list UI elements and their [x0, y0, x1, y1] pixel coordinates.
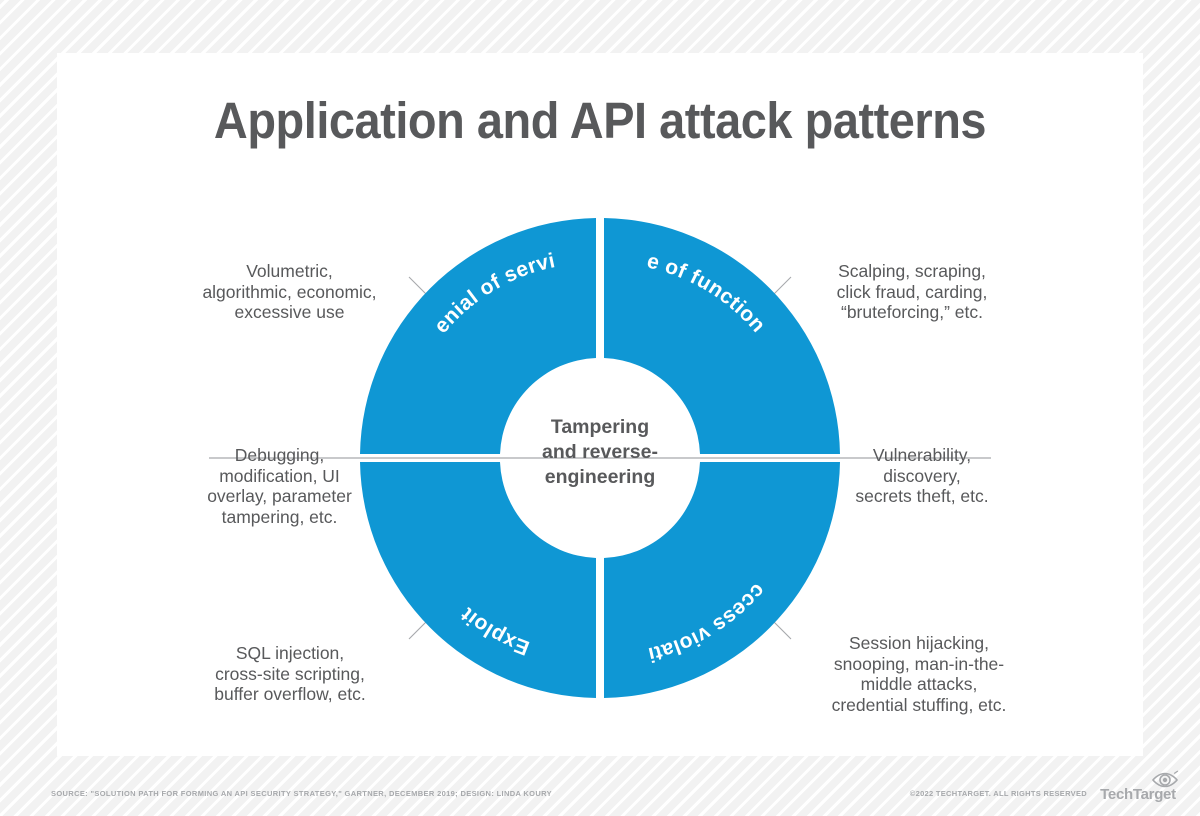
callout-exploit: SQL injection, cross-site scripting, buf…	[214, 643, 366, 704]
footer-copyright: ©2022 TECHTARGET. ALL RIGHTS RESERVED	[909, 789, 1087, 798]
center-text-line3: engineering	[545, 466, 656, 488]
callout-denial-of-service: Volumetric, algorithmic, economic, exces…	[202, 261, 377, 322]
eye-icon	[1151, 770, 1179, 788]
callout-access-violation: Session hijacking, snooping, man-in-the-…	[831, 633, 1007, 715]
center-text-line2: and reverse-	[542, 441, 658, 463]
footer-source: SOURCE: "SOLUTION PATH FOR FORMING AN AP…	[51, 789, 552, 798]
callout-abuse-of-functionality: Scalping, scraping, click fraud, carding…	[836, 261, 988, 322]
infographic-card: Application and API attack patterns	[49, 53, 1143, 756]
callout-tampering-left: Debugging, modification, UI overlay, par…	[207, 445, 352, 527]
logo-wordmark: TechTarget	[1100, 786, 1176, 803]
donut-svg: Denial of service Abuse of functionality…	[49, 175, 991, 698]
segment-exploit[interactable]: Exploit	[360, 462, 596, 698]
center-text-line1: Tampering	[551, 416, 649, 438]
page-title: Application and API attack patterns	[213, 92, 987, 149]
techtarget-logo: TechTarget	[1094, 770, 1182, 804]
callout-tampering-right: Vulnerability, discovery, secrets theft,…	[855, 445, 989, 506]
donut-diagram: Denial of service Abuse of functionality…	[49, 175, 1143, 723]
center-hub: Tampering and reverse- engineering	[542, 416, 658, 488]
segment-denial-of-service[interactable]: Denial of service	[49, 175, 596, 454]
